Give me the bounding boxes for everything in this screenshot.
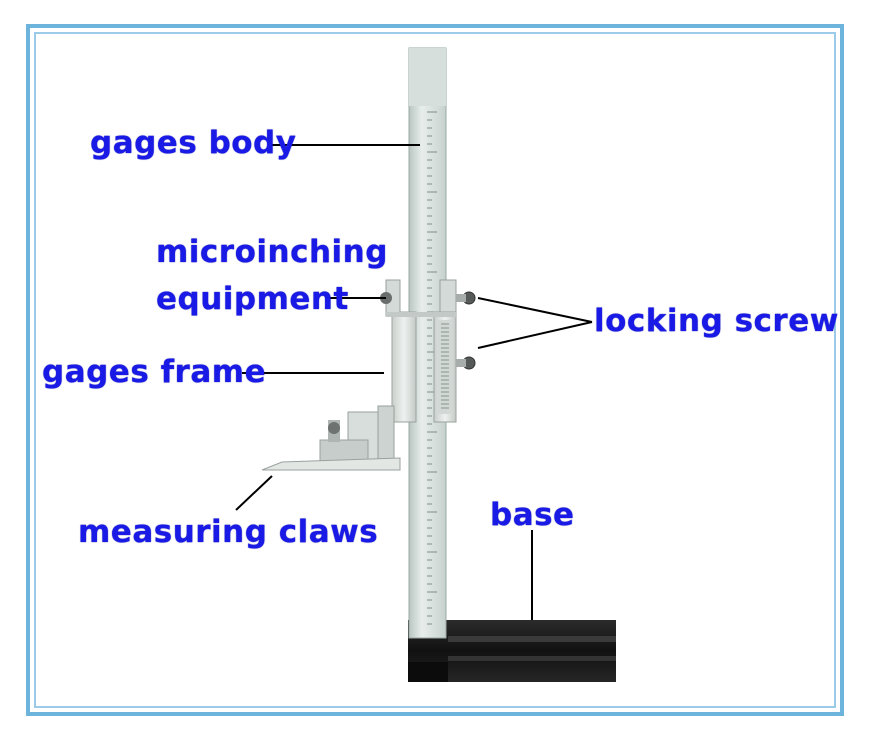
label-gages-body: gages body [90, 125, 297, 161]
label-microinching-line2: equipment [156, 281, 349, 317]
leader-lines [235, 144, 593, 620]
leader-locking-screw-upper [477, 297, 593, 323]
inner-border [34, 32, 836, 708]
label-microinching-line1: microinching [156, 234, 388, 270]
gages-frame-slider [391, 311, 457, 423]
leader-measuring-claws [235, 475, 273, 511]
label-locking-screw: locking screw [594, 303, 839, 339]
vernier-scale [441, 323, 449, 409]
label-base: base [490, 497, 575, 533]
locking-screws [456, 291, 476, 370]
outer-border [26, 24, 844, 716]
measuring-claws [261, 405, 401, 471]
leader-locking-screw-lower [477, 321, 593, 349]
microinching-equipment [380, 279, 457, 317]
label-measuring-claws: measuring claws [78, 514, 379, 550]
base-block [408, 620, 616, 682]
label-gages-frame: gages frame [42, 354, 267, 390]
